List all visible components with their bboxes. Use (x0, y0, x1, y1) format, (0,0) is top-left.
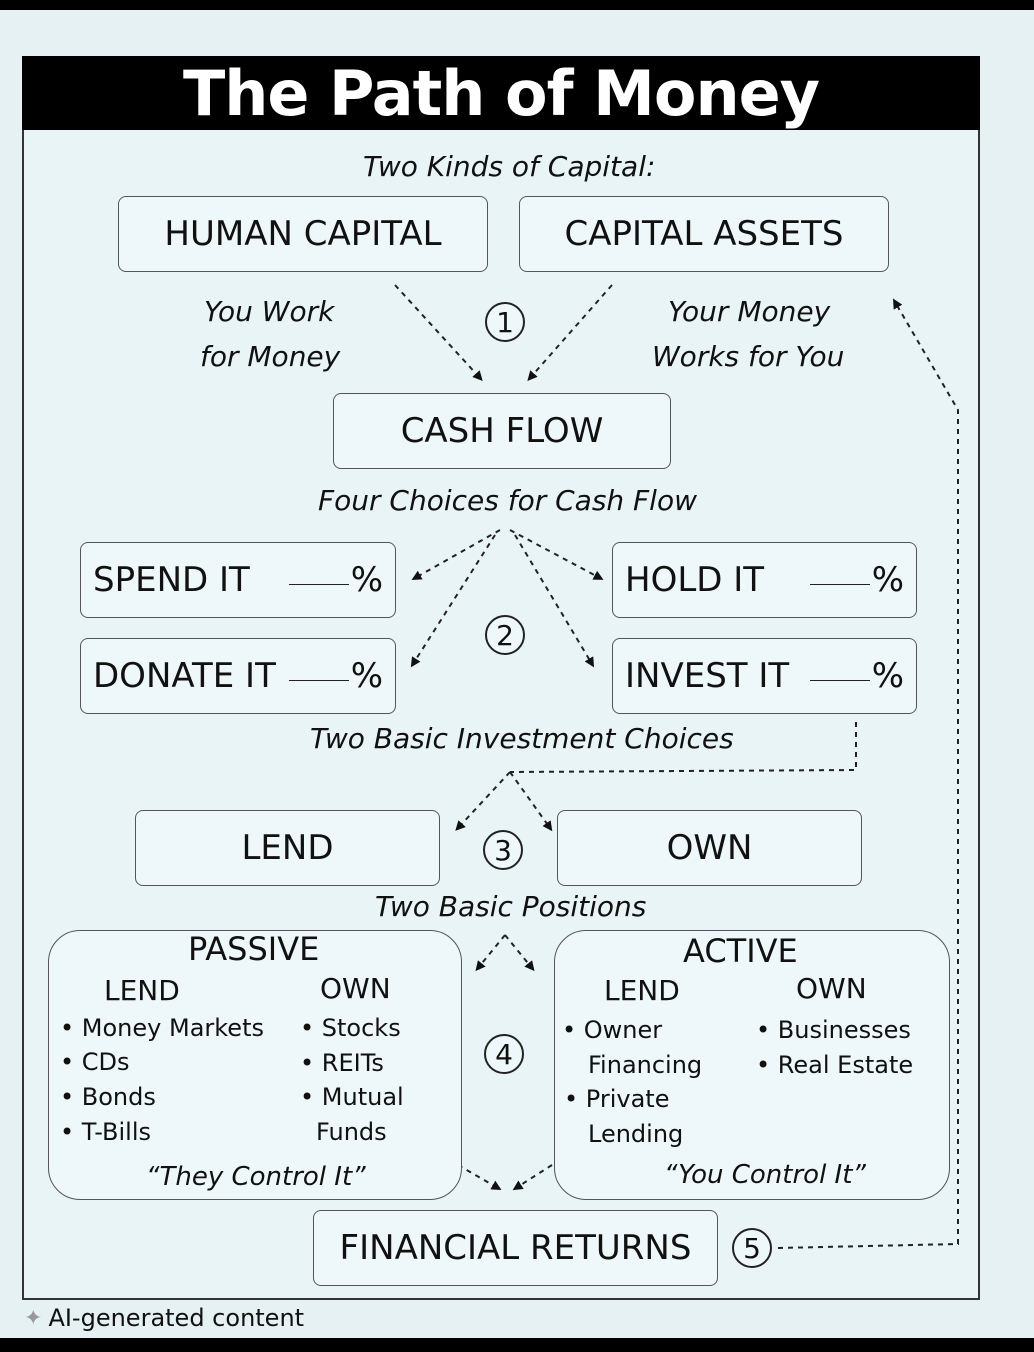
hold-it-text: HOLD IT (625, 560, 765, 600)
step-number-1: 1 (485, 302, 525, 342)
active-lend-header: LEND (604, 974, 680, 1007)
bottom-bar (0, 1338, 1034, 1352)
step-number-4: 4 (484, 1034, 524, 1074)
arrow-to-hold (509, 529, 604, 580)
passive-lend-header: LEND (104, 974, 180, 1007)
arrow-to-spend (411, 529, 501, 580)
step-number-2: 2 (485, 615, 525, 655)
you-work-line1: You Work (204, 295, 335, 328)
invest-percent: % (871, 656, 904, 696)
financial-returns-box: FINANCIAL RETURNS (313, 1210, 718, 1286)
lend-box: LEND (135, 810, 440, 886)
hold-percent: % (871, 560, 904, 600)
spend-it-box: SPEND IT% (80, 542, 396, 618)
page-title: The Path of Money (22, 56, 980, 130)
money-works-line2: Works for You (652, 340, 845, 373)
step3-label: Two Basic Investment Choices (310, 722, 734, 755)
arrow-to-lend (455, 771, 511, 831)
own-box: OWN (557, 810, 862, 886)
passive-lend-item: • Bonds (60, 1083, 156, 1111)
active-lend-item: Lending (588, 1120, 684, 1148)
arrow-assets-to-cashflow (527, 284, 613, 382)
arrow-to-own (509, 771, 553, 832)
passive-lend-item: • CDs (60, 1048, 130, 1076)
arrow-to-donate (410, 534, 496, 668)
arrow-human-to-cashflow (394, 284, 483, 381)
donate-blank (288, 680, 349, 681)
passive-own-header: OWN (320, 972, 391, 1005)
active-own-item: • Real Estate (756, 1051, 914, 1079)
donate-it-box: DONATE IT% (80, 638, 396, 714)
hold-blank (809, 584, 870, 585)
ai-generated-watermark: ✦ AI-generated content (24, 1304, 304, 1332)
active-title: ACTIVE (683, 932, 798, 970)
invest-blank (809, 680, 870, 681)
capital-assets-box: CAPITAL ASSETS (519, 196, 889, 272)
passive-box (48, 930, 462, 1200)
invest-it-text: INVEST IT (625, 656, 790, 696)
spend-it-text: SPEND IT (93, 560, 250, 600)
spend-percent: % (350, 560, 383, 600)
returns-feedback-loop (777, 298, 959, 1249)
step2-label: Four Choices for Cash Flow (318, 484, 697, 517)
spend-blank (288, 584, 349, 585)
active-control-text: “You Control It” (664, 1160, 866, 1190)
passive-lend-item: • T-Bills (60, 1118, 152, 1146)
active-lend-item: • Private (564, 1085, 670, 1113)
watermark-text: AI-generated content (48, 1304, 305, 1332)
arrow-active-to-returns (512, 1164, 553, 1191)
step-number-3: 3 (483, 830, 523, 870)
human-capital-box: HUMAN CAPITAL (118, 196, 488, 272)
passive-control-text: “They Control It” (146, 1162, 366, 1192)
step4-label: Two Basic Positions (375, 890, 647, 923)
passive-own-item: • REITs (300, 1049, 384, 1077)
passive-own-item: Funds (316, 1118, 387, 1146)
step1-label: Two Kinds of Capital: (363, 150, 656, 183)
human-capital-text: HUMAN CAPITAL (164, 214, 442, 254)
financial-returns-text: FINANCIAL RETURNS (339, 1228, 692, 1268)
active-own-header: OWN (796, 972, 867, 1005)
donate-percent: % (350, 656, 383, 696)
top-bar (0, 0, 1034, 10)
passive-own-item: • Mutual (300, 1083, 404, 1111)
arrow-passive-to-returns (457, 1164, 502, 1190)
capital-assets-text: CAPITAL ASSETS (564, 214, 844, 254)
passive-own-item: • Stocks (300, 1014, 401, 1042)
money-works-line1: Your Money (668, 295, 831, 328)
cash-flow-text: CASH FLOW (400, 411, 604, 451)
lend-text: LEND (241, 828, 334, 868)
sparkle-icon: ✦ (24, 1305, 43, 1331)
invest-it-box: INVEST IT% (612, 638, 917, 714)
step-number-5: 5 (732, 1228, 772, 1268)
active-box (554, 930, 950, 1200)
cash-flow-box: CASH FLOW (333, 393, 671, 469)
arrow-to-active (504, 934, 535, 972)
active-lend-item: Financing (588, 1051, 703, 1079)
active-lend-item: • Owner (562, 1016, 663, 1044)
arrow-to-invest (514, 534, 595, 668)
passive-lend-item: • Money Markets (60, 1014, 264, 1042)
hold-it-box: HOLD IT% (612, 542, 917, 618)
own-text: OWN (666, 828, 753, 868)
active-own-item: • Businesses (756, 1016, 911, 1044)
arrow-to-passive (475, 934, 506, 972)
passive-title: PASSIVE (188, 930, 320, 968)
you-work-line2: for Money (200, 340, 341, 373)
donate-it-text: DONATE IT (93, 656, 276, 696)
